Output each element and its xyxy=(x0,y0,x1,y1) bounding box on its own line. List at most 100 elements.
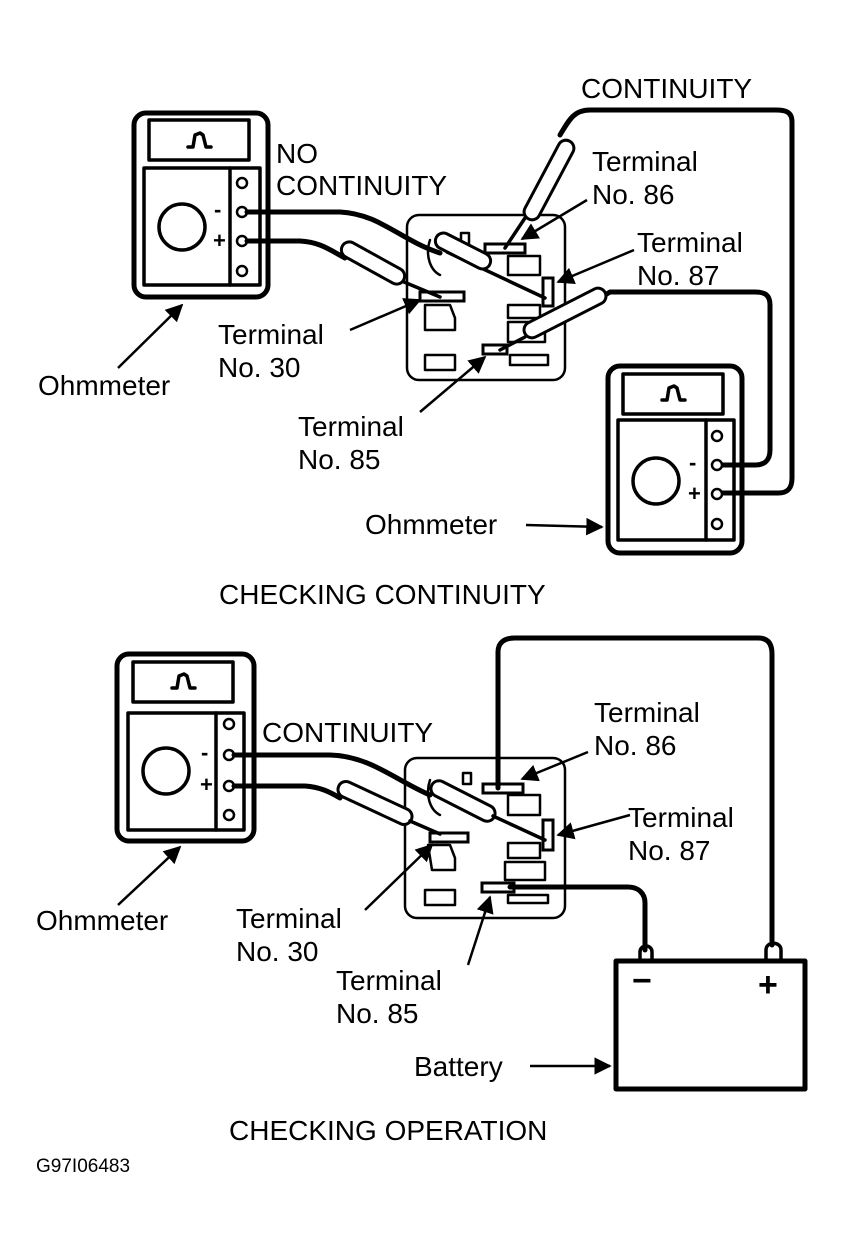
probe-tip xyxy=(503,216,527,250)
ohmmeter-body xyxy=(114,651,257,844)
ohmmeter-display xyxy=(147,118,251,162)
reading-continuity: CONTINUITY xyxy=(262,717,433,748)
battery-plus-sign: + xyxy=(758,966,778,1004)
label-terminal-85-line1: Terminal xyxy=(298,411,404,442)
relay-slot xyxy=(506,841,542,860)
terminal-30-blade xyxy=(428,831,470,844)
relay-slot xyxy=(506,893,550,905)
ohmmeter-panel xyxy=(142,166,262,287)
probe-tip xyxy=(491,814,547,842)
label-terminal-87-line1: Terminal xyxy=(637,227,743,258)
label-terminal-87-line2: No. 87 xyxy=(628,835,711,866)
reading-no-continuity-line2: CONTINUITY xyxy=(276,170,447,201)
relay-coil-trace xyxy=(426,778,442,817)
label-terminal-85-line1: Terminal xyxy=(336,965,442,996)
label-ohmmeter-right: Ohmmeter xyxy=(365,509,497,540)
probe-tip xyxy=(408,819,442,836)
jack-negative xyxy=(710,458,724,472)
reading-continuity: CONTINUITY xyxy=(581,73,752,104)
label-terminal-30-line1: Terminal xyxy=(218,319,324,350)
ohmmeter-panel xyxy=(126,711,246,832)
arrow-ohmmeter-left xyxy=(117,303,184,369)
terminal-87-blade xyxy=(541,818,555,852)
dial-icon xyxy=(631,456,681,506)
minus-sign: - xyxy=(201,740,208,765)
arrow-terminal-87 xyxy=(556,248,635,284)
label-terminal-86-line1: Terminal xyxy=(594,697,700,728)
wire-meter-negative xyxy=(244,209,443,256)
label-terminal-85-line2: No. 85 xyxy=(336,998,419,1029)
label-terminal-86-line2: No. 86 xyxy=(594,730,677,761)
terminal-30-blade xyxy=(418,290,466,303)
reading-no-continuity-line1: NO xyxy=(276,138,318,169)
label-terminal-86-line1: Terminal xyxy=(592,146,698,177)
label-terminal-86-line2: No. 86 xyxy=(592,179,675,210)
label-battery: Battery xyxy=(414,1051,503,1082)
plus-sign: + xyxy=(200,772,213,797)
label-terminal-30-line2: No. 30 xyxy=(218,352,301,383)
battery-body xyxy=(613,958,808,1092)
battery: − + xyxy=(613,941,808,1092)
figure-code: G97I06483 xyxy=(36,1156,130,1177)
relay-slot xyxy=(506,254,542,277)
jack xyxy=(235,176,249,190)
relay-slot xyxy=(426,843,457,872)
label-terminal-87-line1: Terminal xyxy=(628,802,734,833)
ohmmeter-left: - + xyxy=(131,110,271,300)
battery-negative-post xyxy=(638,944,654,963)
relay-mark xyxy=(461,771,473,786)
caption-checking-operation: CHECKING OPERATION xyxy=(229,1115,547,1146)
jack xyxy=(710,517,724,531)
label-terminal-30-line1: Terminal xyxy=(236,903,342,934)
ohmmeter-body xyxy=(605,363,745,556)
jack xyxy=(222,808,236,822)
pulse-icon xyxy=(660,384,687,402)
panel-checking-continuity: - + xyxy=(38,73,795,610)
dial-icon xyxy=(141,746,191,796)
wire-battery-negative xyxy=(507,884,648,953)
arrow-ohmmeter-right xyxy=(525,517,604,536)
terminal-85-blade xyxy=(481,343,509,356)
relay-bottom xyxy=(403,756,567,920)
jack xyxy=(222,717,236,731)
relay-slot xyxy=(423,888,457,907)
arrow-terminal-30 xyxy=(349,298,422,332)
ohmmeter-left-lower: - + xyxy=(114,651,257,844)
relay-slot xyxy=(506,303,542,320)
label-terminal-87-line2: No. 87 xyxy=(637,260,720,291)
jack-positive xyxy=(710,487,724,501)
probe-positive xyxy=(339,240,407,286)
probe-positive xyxy=(336,779,414,827)
arrow-terminal-85 xyxy=(419,355,487,413)
relay-slot xyxy=(508,353,550,367)
relay-slot xyxy=(503,860,547,882)
ohmmeter-body xyxy=(131,110,271,300)
jack xyxy=(710,429,724,443)
arrow-terminal-87 xyxy=(556,813,631,840)
label-terminal-30-line2: No. 30 xyxy=(236,936,319,967)
label-ohmmeter-left: Ohmmeter xyxy=(38,370,170,401)
ohmmeter-panel xyxy=(616,418,736,542)
arrow-ohmmeter-lower xyxy=(117,845,182,906)
arrow-terminal-30 xyxy=(364,843,434,911)
battery-positive-post xyxy=(764,941,783,963)
battery-minus-sign: − xyxy=(632,962,652,1000)
wire-meter-negative xyxy=(231,752,433,798)
label-terminal-85-line2: No. 85 xyxy=(298,444,381,475)
ohmmeter-display xyxy=(621,372,725,416)
probe-tip xyxy=(402,280,442,299)
panel-checking-operation: - + xyxy=(36,635,808,1146)
minus-sign: - xyxy=(214,197,221,222)
label-ohmmeter-lower: Ohmmeter xyxy=(36,905,168,936)
terminal-87-blade xyxy=(541,276,555,308)
pulse-icon xyxy=(170,672,197,690)
caption-checking-continuity: CHECKING CONTINUITY xyxy=(219,579,546,610)
plus-sign: + xyxy=(213,228,226,253)
wire-meter-positive xyxy=(231,783,343,801)
arrow-terminal-86 xyxy=(520,198,588,241)
jack xyxy=(235,264,249,278)
relay-coil-trace xyxy=(426,238,442,277)
relay-slot xyxy=(423,353,457,372)
arrow-terminal-85 xyxy=(466,895,494,966)
